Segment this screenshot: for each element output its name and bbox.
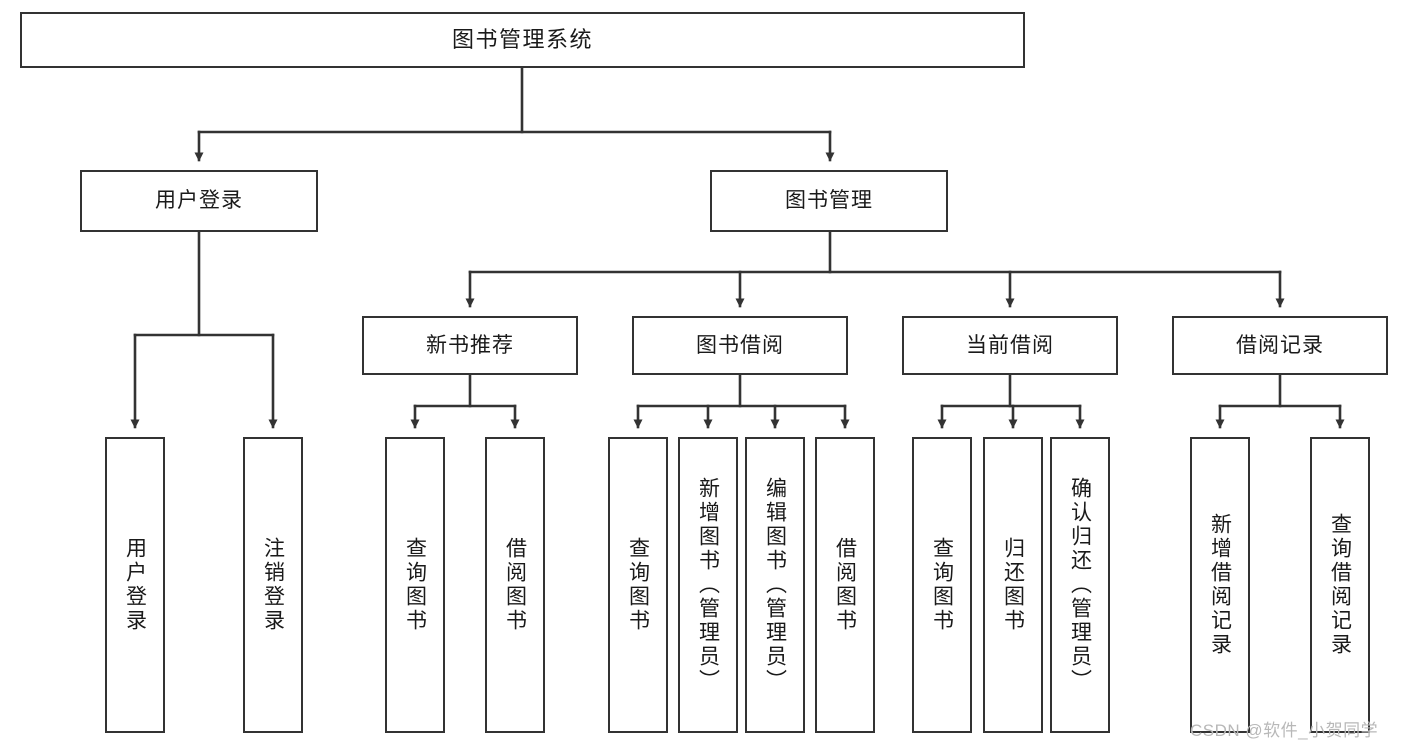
node-user-login-label: 用户登录 — [155, 189, 243, 213]
node-leaf-confirm-return[interactable]: 确认归还（管理员） — [1050, 437, 1110, 733]
node-user-login[interactable]: 用户登录 — [80, 170, 318, 232]
node-leaf-edit-book[interactable]: 编辑图书（管理员） — [745, 437, 805, 733]
node-leaf-return-book[interactable]: 归还图书 — [983, 437, 1043, 733]
node-leaf-logout-label: 注销登录 — [261, 537, 285, 633]
node-leaf-borrow-book-1[interactable]: 借阅图书 — [485, 437, 545, 733]
node-leaf-query-book-2-label: 查询图书 — [626, 537, 650, 633]
node-leaf-borrow-book-2-label: 借阅图书 — [833, 537, 857, 633]
node-borrow-record[interactable]: 借阅记录 — [1172, 316, 1388, 375]
node-leaf-return-book-label: 归还图书 — [1001, 537, 1025, 633]
node-book-manage-label: 图书管理 — [785, 189, 873, 213]
node-leaf-user-login[interactable]: 用户登录 — [105, 437, 165, 733]
node-current-borrow-label: 当前借阅 — [966, 333, 1054, 357]
node-leaf-query-book-1[interactable]: 查询图书 — [385, 437, 445, 733]
node-new-book-recommend[interactable]: 新书推荐 — [362, 316, 578, 375]
node-leaf-user-login-label: 用户登录 — [123, 537, 147, 633]
node-book-borrow-label: 图书借阅 — [696, 333, 784, 357]
node-borrow-record-label: 借阅记录 — [1236, 333, 1324, 357]
node-leaf-add-record[interactable]: 新增借阅记录 — [1190, 437, 1250, 733]
node-leaf-query-record-label: 查询借阅记录 — [1328, 513, 1352, 657]
node-leaf-add-book-label: 新增图书（管理员） — [696, 477, 720, 693]
node-leaf-logout[interactable]: 注销登录 — [243, 437, 303, 733]
node-leaf-query-book-2[interactable]: 查询图书 — [608, 437, 668, 733]
node-leaf-confirm-return-label: 确认归还（管理员） — [1068, 477, 1092, 693]
node-root[interactable]: 图书管理系统 — [20, 12, 1025, 68]
node-book-borrow[interactable]: 图书借阅 — [632, 316, 848, 375]
node-root-label: 图书管理系统 — [451, 26, 593, 52]
node-current-borrow[interactable]: 当前借阅 — [902, 316, 1118, 375]
node-leaf-add-record-label: 新增借阅记录 — [1208, 513, 1232, 657]
node-leaf-borrow-book-1-label: 借阅图书 — [503, 537, 527, 633]
node-new-book-recommend-label: 新书推荐 — [426, 333, 514, 357]
csdn-watermark: CSDN @软件_小贺同学 — [1190, 721, 1379, 740]
node-leaf-query-book-3-label: 查询图书 — [930, 537, 954, 633]
node-leaf-edit-book-label: 编辑图书（管理员） — [763, 477, 787, 693]
node-leaf-query-book-1-label: 查询图书 — [403, 537, 427, 633]
node-book-manage[interactable]: 图书管理 — [710, 170, 948, 232]
node-leaf-borrow-book-2[interactable]: 借阅图书 — [815, 437, 875, 733]
node-leaf-query-book-3[interactable]: 查询图书 — [912, 437, 972, 733]
node-leaf-query-record[interactable]: 查询借阅记录 — [1310, 437, 1370, 733]
node-leaf-add-book[interactable]: 新增图书（管理员） — [678, 437, 738, 733]
